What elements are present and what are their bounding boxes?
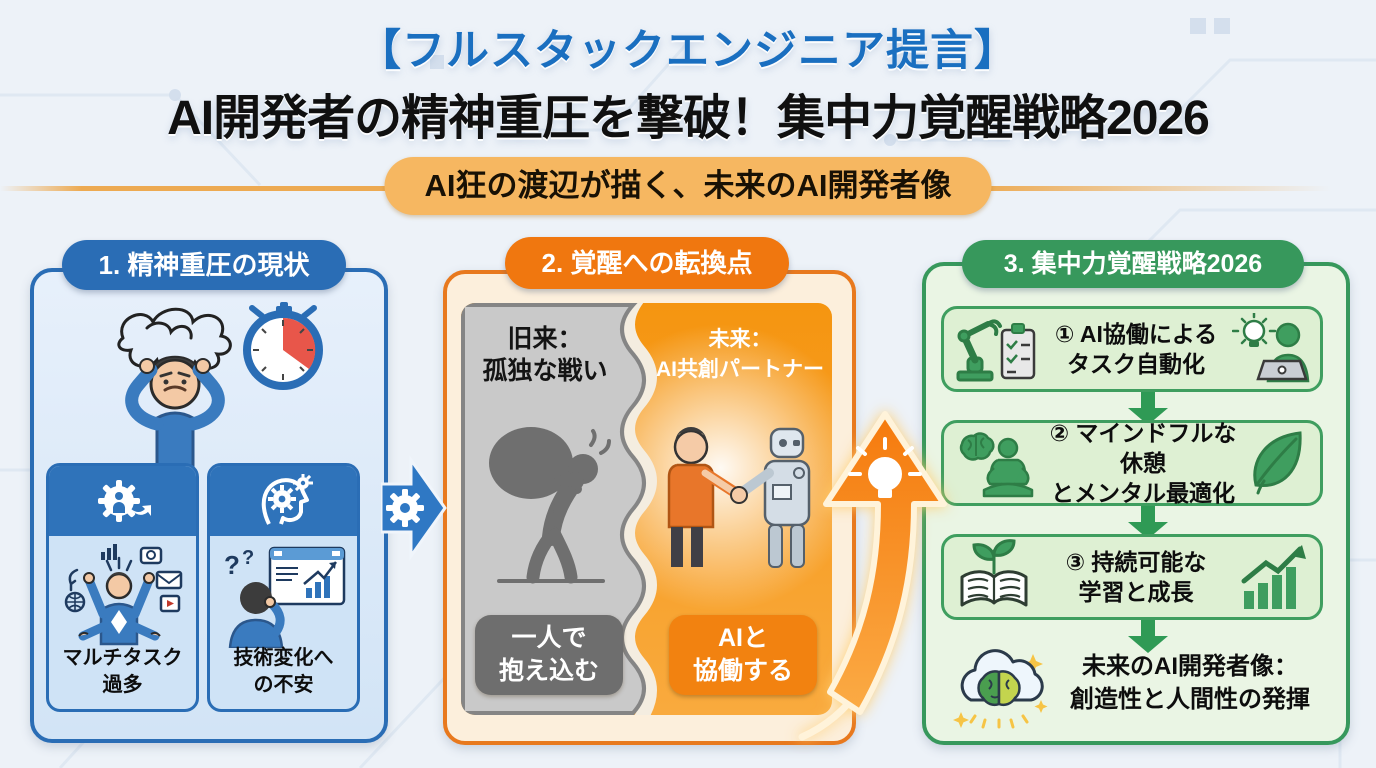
- svg-text:?: ?: [242, 547, 254, 569]
- old-vs-new-comparison: 旧来： 孤独な戦い 未来： AI共創パートナー: [461, 303, 832, 715]
- gears-sync-icon: [97, 480, 151, 522]
- robot-arm-checklist-icon: [956, 319, 1036, 382]
- browser-chart-icon: [268, 546, 346, 606]
- header-kicker: 【フルスタックエンジニア提言】: [358, 27, 1018, 75]
- svg-text:?: ?: [224, 550, 240, 580]
- panel-current-state-title: 1. 精神重圧の現状: [62, 240, 346, 290]
- camera-mini-icon: [139, 546, 163, 565]
- gear-arrow-right-icon: [381, 455, 447, 561]
- chart-mini-icon: [101, 544, 117, 560]
- card-multitask-overload: マルチタスク 過多: [46, 463, 199, 712]
- stressed-developer-illustration: [117, 307, 232, 468]
- strategy-step-1: ① AI協働による タスク自動化: [941, 306, 1323, 392]
- brain-meditation-icon: [959, 432, 1034, 498]
- leaf-icon: [1253, 431, 1302, 495]
- future-way-tag: AIと 協働する: [669, 615, 817, 695]
- multitask-person-illustration: [64, 544, 183, 646]
- strategy-step-3: ③ 持続可能な 学習と成長: [941, 534, 1323, 620]
- strategy-step-3-label: ③ 持続可能な 学習と成長: [1065, 549, 1207, 605]
- card-tech-anxiety: ? ? 技術変化へ の不安: [207, 463, 360, 712]
- burdened-person-icon: [489, 427, 611, 584]
- checklist-icon: [1000, 323, 1036, 380]
- strategy-step-1-label: ① AI協働による タスク自動化: [1054, 321, 1218, 377]
- subtitle-badge: AI狂の渡辺が描く、未来のAI開発者像: [384, 157, 992, 215]
- future-developer-conclusion: 未来のAI開発者像： 創造性と人間性の発揮: [1070, 653, 1310, 713]
- idea-laptop-person-icon: [1232, 313, 1310, 383]
- flow-arrow-down-3: [1128, 620, 1168, 653]
- scribble-icon: [117, 307, 232, 373]
- human-robot-handshake-icon: [667, 427, 811, 568]
- cloud-brain-icon: [953, 649, 1048, 729]
- lightbulb-up-arrow-icon: [798, 411, 947, 741]
- head-gears-icon: [261, 474, 313, 525]
- card-multitask-label: マルチタスク 過多: [62, 647, 183, 696]
- future-way-heading: 未来： AI共創パートナー: [656, 328, 824, 381]
- brain-icon: [959, 432, 995, 461]
- gear-icon: [386, 489, 424, 527]
- card-tech-anxiety-label: 技術変化へ の不安: [233, 647, 334, 696]
- strategy-step-2-label: ② マインドフルな休憩 とメンタル最適化: [1049, 420, 1237, 506]
- book-sprout-icon: [960, 539, 1028, 607]
- old-way-heading: 旧来： 孤独な戦い: [482, 325, 608, 385]
- page-title: AI開発者の精神重圧を撃破！集中力覚醒戦略2026: [167, 92, 1210, 145]
- panel-strategy-2026-title: 3. 集中力覚醒戦略2026: [962, 240, 1304, 288]
- stopwatch-icon: [243, 302, 323, 390]
- mail-mini-icon: [155, 570, 183, 590]
- meditating-person-icon: [982, 437, 1034, 498]
- panel-turning-point-title: 2. 覚醒への転換点: [505, 237, 789, 289]
- strategy-step-2: ② マインドフルな休憩 とメンタル最適化: [941, 420, 1323, 506]
- media-mini-icon: [159, 594, 181, 613]
- growth-chart-icon: [1241, 545, 1306, 609]
- sparkle-icon: [953, 654, 1048, 728]
- old-way-tag: 一人で 抱え込む: [475, 615, 623, 695]
- tech-anxiety-illustration: ? ?: [224, 546, 346, 648]
- lightbulb-icon: [848, 437, 922, 498]
